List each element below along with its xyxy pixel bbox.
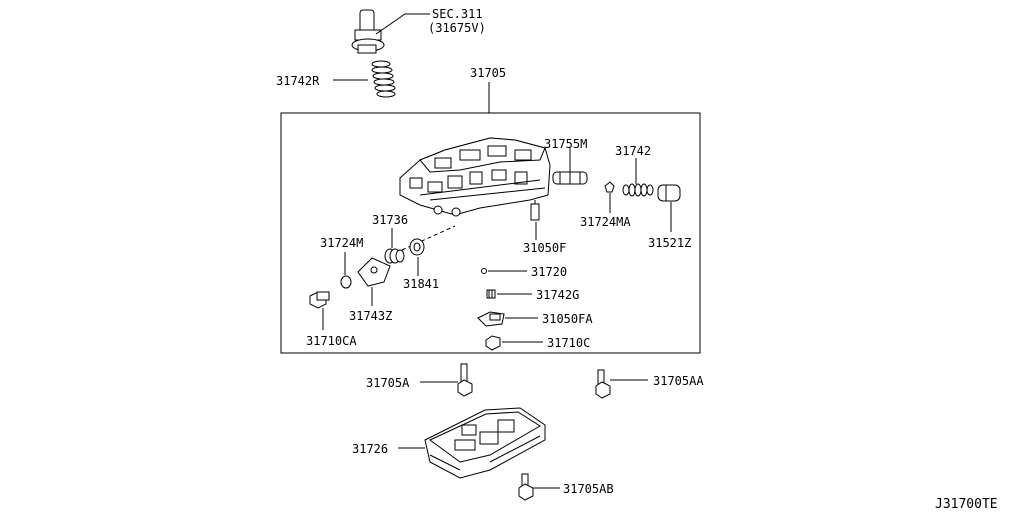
label-31705: 31705 [470, 66, 506, 80]
label-31710c: 31710C [547, 336, 590, 350]
label-31742g: 31742G [536, 288, 579, 302]
label-31743z: 31743Z [349, 309, 392, 323]
valve-31755m [552, 171, 588, 185]
label-sec311: SEC.311 [432, 7, 483, 21]
part-31050f [530, 200, 540, 221]
label-31742: 31742 [615, 144, 651, 158]
control-valve-body [399, 137, 551, 217]
bolt-31705ab [518, 473, 534, 501]
label-31736: 31736 [372, 213, 408, 227]
label-31705a: 31705A [366, 376, 410, 390]
bolt-31705aa [595, 369, 611, 399]
label-31726: 31726 [352, 442, 388, 456]
strainer-31726 [424, 407, 546, 479]
part-31841 [409, 238, 425, 256]
spring-31736 [384, 248, 405, 264]
valve-31521z [657, 184, 681, 202]
diagram-ref: J31700TE [935, 497, 998, 512]
washer-31724ma [604, 181, 615, 193]
label-31841: 31841 [403, 277, 439, 291]
bolt-31705a [457, 363, 473, 397]
spring-31742r [371, 60, 396, 98]
washer-31724m [340, 275, 352, 289]
label-31705ab: 31705AB [563, 482, 614, 496]
label-31742r: 31742R [276, 74, 320, 88]
valve-body-frame [280, 112, 701, 354]
label-31720: 31720 [531, 265, 567, 279]
label-31050fa: 31050FA [542, 312, 593, 326]
spring-31742g [486, 289, 496, 299]
label-31705aa: 31705AA [653, 374, 704, 388]
part-31720 [481, 268, 487, 274]
label-31521z: 31521Z [648, 236, 691, 250]
leader-sec311 [375, 13, 430, 35]
spring-31742 [622, 183, 654, 197]
bolt-31710c [485, 335, 501, 351]
label-31724m: 31724M [320, 236, 363, 250]
label-31050f: 31050F [523, 241, 566, 255]
plunger-part [351, 9, 385, 54]
plate-31743z [357, 257, 391, 287]
part-31050fa [477, 311, 505, 327]
label-31710ca: 31710CA [306, 334, 357, 348]
label-31675v: (31675V) [428, 21, 486, 35]
label-31755m: 31755M [544, 137, 587, 151]
label-31724ma: 31724MA [580, 215, 631, 229]
bolt-31710ca [309, 291, 330, 309]
